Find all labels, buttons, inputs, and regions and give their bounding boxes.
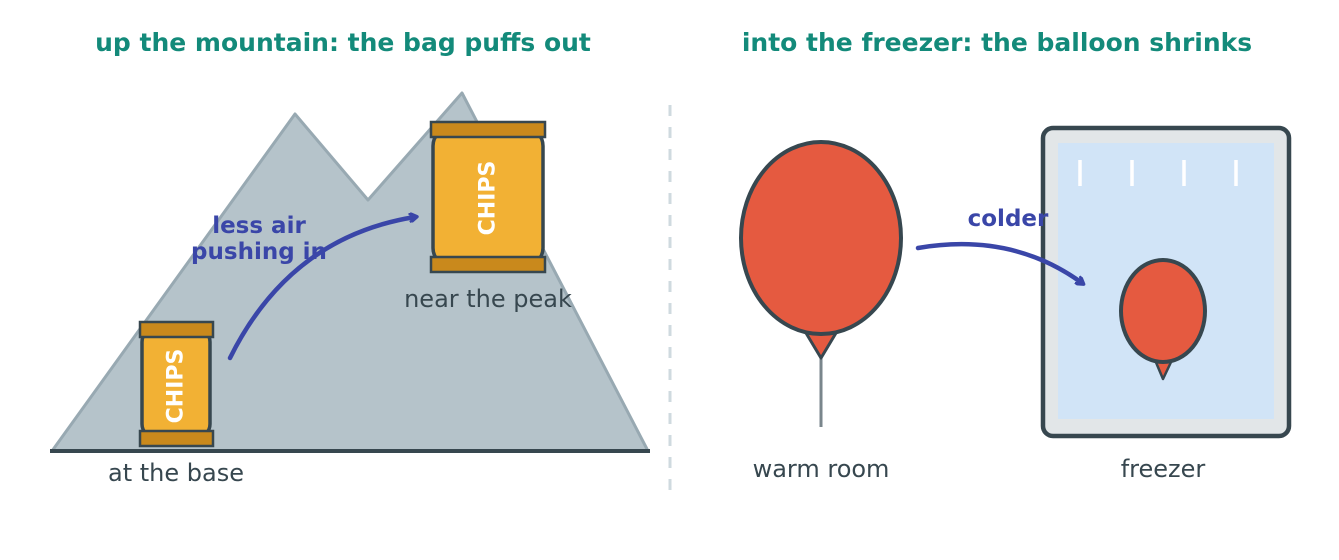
colder-label: colder — [968, 206, 1049, 232]
small-balloon-body — [1119, 258, 1207, 364]
chip-bag-base-label: CHIPS — [164, 349, 189, 424]
balloon-knot — [804, 331, 838, 360]
right-panel-title: into the freezer: the balloon shrinks — [742, 28, 1252, 57]
left-panel-title: up the mountain: the bag puffs out — [95, 28, 591, 57]
chip-bag-peak-label: CHIPS — [476, 161, 501, 236]
left-panel: up the mountain: the bag puffs out CHIPS… — [50, 28, 650, 487]
chip-bag-base: CHIPS — [138, 320, 215, 448]
balloon-icon-warm — [739, 140, 903, 427]
freezer-caption: freezer — [1121, 455, 1206, 483]
balloon-body — [739, 140, 903, 336]
chip-bag-base-top-seal — [138, 320, 215, 339]
arrow-label-line-2: pushing in — [191, 239, 327, 265]
chip-bag-peak-bottom-seal — [429, 255, 547, 274]
arrow-label-line-1: less air — [212, 213, 306, 239]
balloon-icon-cold — [1119, 258, 1207, 381]
peak-caption: near the peak — [404, 285, 572, 313]
freezer-icon — [1040, 125, 1292, 439]
chip-bag-base-bottom-seal — [138, 429, 215, 448]
right-panel: into the freezer: the balloon shrinks co… — [739, 28, 1292, 483]
warm-room-caption: warm room — [753, 455, 890, 483]
curved-arrow-icon-left — [227, 217, 415, 361]
chip-bag-peak: CHIPS — [429, 120, 547, 274]
curved-arrow-icon-right — [915, 241, 1082, 283]
base-caption: at the base — [108, 459, 244, 487]
chip-bag-peak-top-seal — [429, 120, 547, 139]
